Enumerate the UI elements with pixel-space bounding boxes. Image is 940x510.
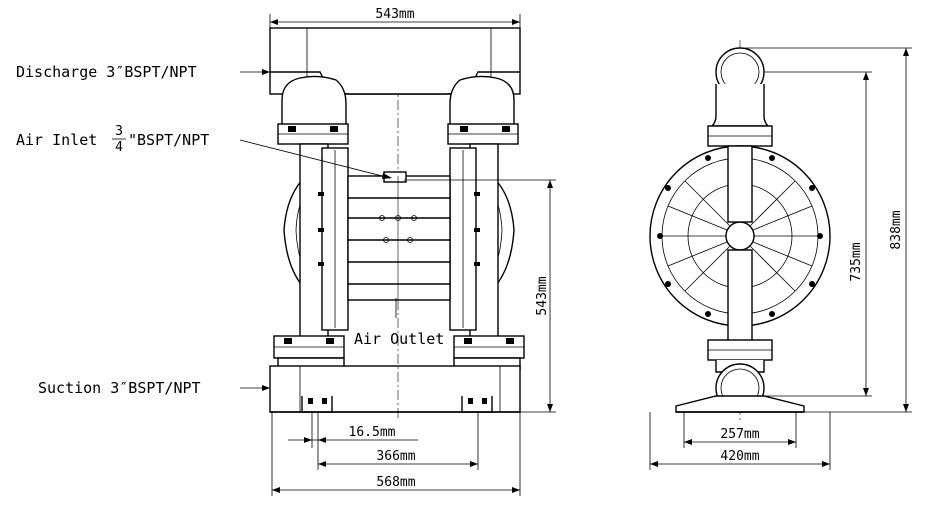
front-view [269,27,525,420]
discharge-label: Discharge 3″BSPT/NPT [16,63,197,81]
side-view [649,40,831,420]
dim-side-base-overall: 420mm [720,449,759,464]
dim-side-base-inner: 257mm [720,427,759,442]
dim-bolt-spacing: 16.5mm [349,425,396,440]
dim-front-height: 543mm [535,276,550,315]
air-outlet-label: Air Outlet [354,330,444,348]
leaders [239,69,397,391]
front-dimensions [269,14,556,496]
dim-base-inner-width: 366mm [376,449,415,464]
air-inlet-prefix: Air Inlet [16,131,97,149]
suction-label: Suction 3″BSPT/NPT [38,379,201,397]
air-inlet-numerator: 3 [115,124,123,139]
dim-side-height-inner: 735mm [849,242,864,281]
dim-side-height-overall: 838mm [889,210,904,249]
side-dimensions [649,47,912,470]
air-inlet-label: Air Inlet 3 4 "BSPT/NPT [16,124,209,155]
air-inlet-suffix: "BSPT/NPT [128,131,209,149]
dim-overall-width: 568mm [376,475,415,490]
dim-front-top-width: 543mm [375,7,414,22]
air-inlet-denominator: 4 [115,140,123,155]
